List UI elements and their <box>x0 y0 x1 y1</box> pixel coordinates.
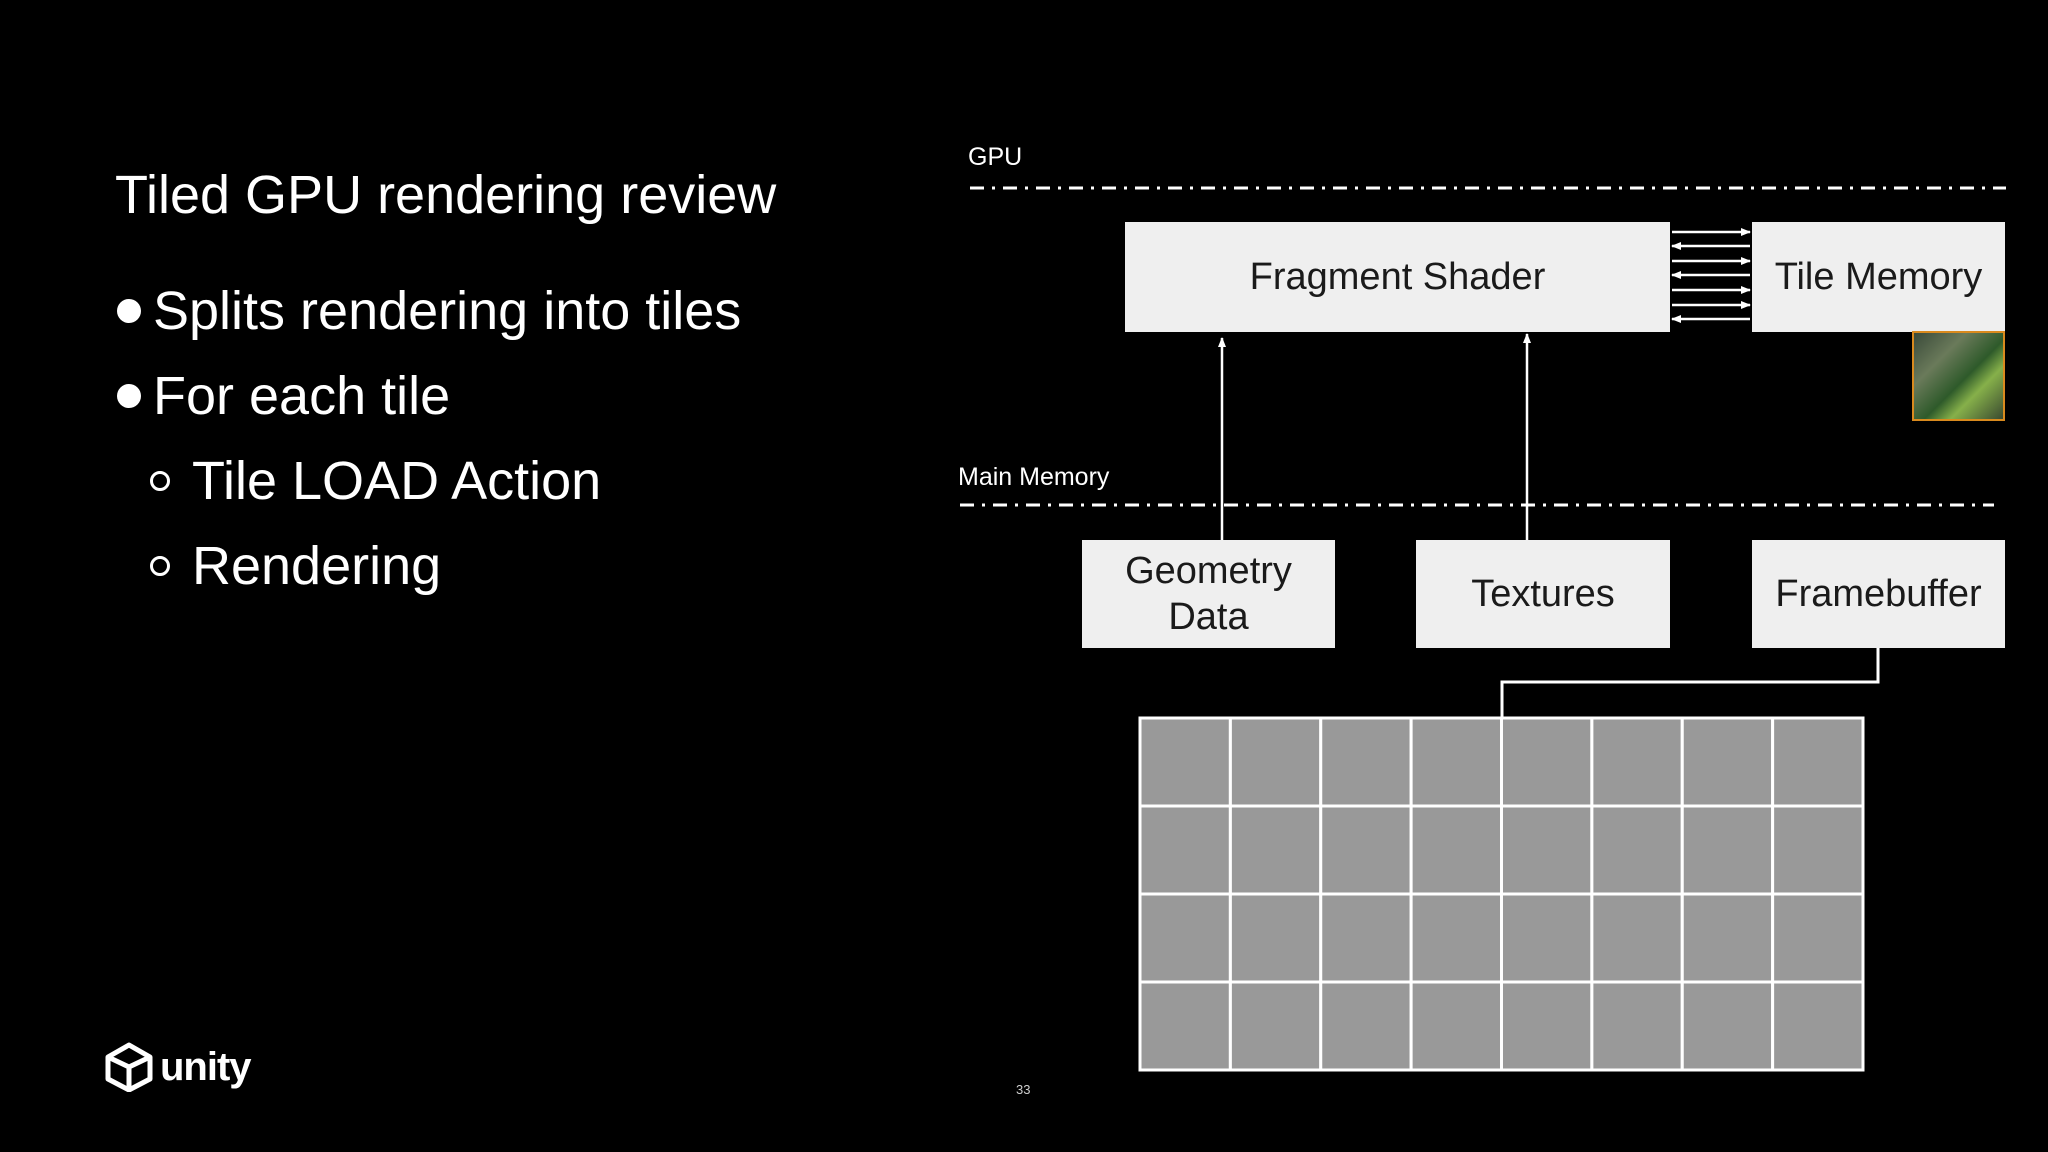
bullet-text: Splits rendering into tiles <box>153 281 742 341</box>
bullet-ring-icon <box>150 471 170 491</box>
geometry-data-line1: Geometry <box>1125 550 1292 592</box>
page-number: 33 <box>1016 1082 1031 1097</box>
bullet-text: Tile LOAD Action <box>192 451 602 511</box>
geometry-data-box: Geometry Data <box>1082 540 1335 648</box>
tile-cell <box>1590 804 1684 896</box>
tile-cell <box>1500 980 1594 1072</box>
bullet-splits-rendering: Splits rendering into tiles <box>117 278 741 344</box>
bullet-dot-icon <box>117 299 141 323</box>
tile-memory-box: Tile Memory <box>1752 222 2005 332</box>
tile-cell <box>1138 716 1232 808</box>
bullet-ring-icon <box>150 556 170 576</box>
tile-cell <box>1409 892 1503 984</box>
unity-cube-icon <box>105 1042 153 1092</box>
tile-cell <box>1590 716 1684 808</box>
tile-cell <box>1771 716 1865 808</box>
framebuffer-to-grid-connector <box>1500 648 1880 718</box>
tile-cell <box>1319 980 1413 1072</box>
gpu-label: GPU <box>968 143 1023 171</box>
main-memory-label: Main Memory <box>958 463 1110 491</box>
tile-cell <box>1680 716 1775 808</box>
tile-cell <box>1500 804 1594 896</box>
bullet-for-each-tile: For each tile <box>117 363 450 429</box>
tile-cell <box>1138 980 1232 1072</box>
subbullet-rendering: Rendering <box>150 533 441 599</box>
textures-box: Textures <box>1416 540 1670 648</box>
tile-cell <box>1319 892 1413 984</box>
tile-cell <box>1138 804 1232 896</box>
tile-cell <box>1590 892 1684 984</box>
bullet-text: For each tile <box>153 366 451 426</box>
tile-cell <box>1590 980 1684 1072</box>
framebuffer-box: Framebuffer <box>1752 540 2005 648</box>
tile-cell <box>1409 980 1503 1072</box>
slide-title: Tiled GPU rendering review <box>115 165 777 225</box>
tile-cell <box>1409 716 1503 808</box>
tile-cell <box>1228 716 1323 808</box>
tile-cell <box>1680 980 1775 1072</box>
tile-cell <box>1319 716 1413 808</box>
tile-cell <box>1771 804 1865 896</box>
framebuffer-tile-grid <box>1138 716 1865 1072</box>
subbullet-tile-load-action: Tile LOAD Action <box>150 448 601 514</box>
tile-cell <box>1228 980 1323 1072</box>
tile-cell <box>1771 892 1865 984</box>
unity-logo: unity <box>104 1042 252 1092</box>
tile-cell <box>1500 716 1594 808</box>
tile-cell <box>1228 804 1323 896</box>
tile-cell <box>1228 892 1323 984</box>
geometry-data-line2: Data <box>1168 596 1249 638</box>
tile-cell <box>1319 804 1413 896</box>
tile-cell <box>1771 980 1865 1072</box>
tile-cell <box>1680 892 1775 984</box>
unity-logo-text: unity <box>160 1044 252 1089</box>
tile-thumbnail-image <box>1912 331 2005 421</box>
tile-cell <box>1500 892 1594 984</box>
bullet-text: Rendering <box>192 536 442 596</box>
tile-cell <box>1409 804 1503 896</box>
tile-cell <box>1680 804 1775 896</box>
bullet-dot-icon <box>117 384 141 408</box>
tile-cell <box>1138 892 1232 984</box>
fragment-shader-box: Fragment Shader <box>1125 222 1670 332</box>
